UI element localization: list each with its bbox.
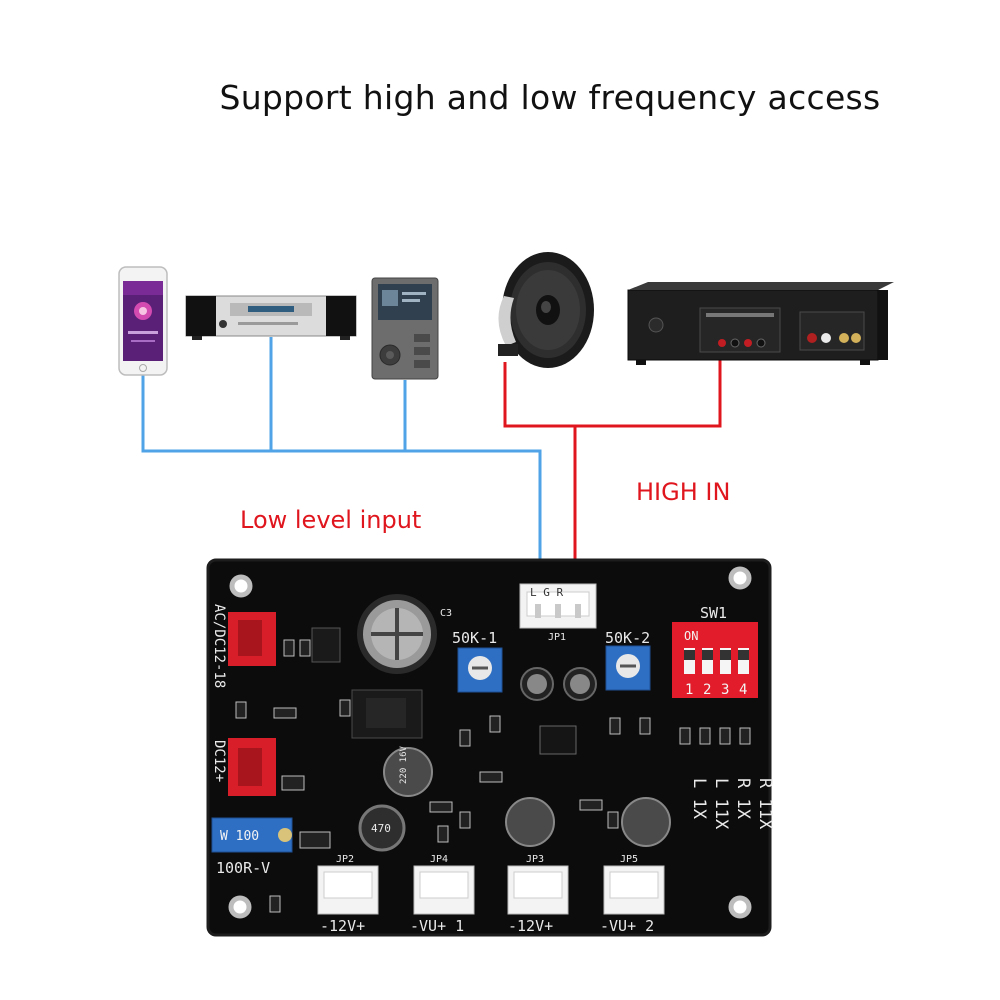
trimmer-label: 100R-V bbox=[216, 859, 270, 877]
output-id-3: JP3 bbox=[526, 854, 544, 865]
trimmer-text: W 100 bbox=[220, 829, 259, 844]
switch-number-4: 4 bbox=[739, 682, 747, 698]
potentiometer-left bbox=[457, 647, 503, 693]
amplifier-icon bbox=[627, 282, 894, 365]
dip-switch bbox=[672, 622, 758, 698]
switch-label: SW1 bbox=[700, 604, 727, 622]
power-connector-bottom bbox=[228, 738, 276, 796]
small-capacitors bbox=[520, 667, 597, 701]
switch-number-2: 2 bbox=[703, 682, 711, 698]
big-cap-label: C3 bbox=[440, 608, 452, 619]
bridge-rectifier bbox=[311, 627, 341, 663]
inductor bbox=[358, 804, 406, 852]
power-label-2: DC12+ bbox=[211, 740, 227, 782]
pot-left-label: 50K-1 bbox=[452, 629, 497, 647]
input-connector-id: JP1 bbox=[548, 632, 566, 643]
low-level-wires bbox=[141, 337, 542, 606]
output-label-2: -VU+ 1 bbox=[410, 917, 464, 935]
high-in-label: HIGH IN bbox=[636, 478, 731, 506]
amplifier-board: AC/DC12-18 DC12+ JP1 L G R 50K-1 50K-2 S… bbox=[206, 558, 775, 937]
speaker-icon bbox=[498, 252, 594, 368]
output-id-1: JP2 bbox=[336, 854, 354, 865]
low-level-input-label: Low level input bbox=[240, 506, 422, 534]
pot-right-label: 50K-2 bbox=[605, 629, 650, 647]
output-label-4: -VU+ 2 bbox=[600, 917, 654, 935]
cd-player-icon bbox=[185, 295, 357, 340]
input-connector bbox=[519, 583, 597, 629]
power-label: AC/DC12-18 bbox=[211, 604, 227, 688]
output-connectors bbox=[317, 865, 665, 915]
input-pins-label: L G R bbox=[530, 586, 563, 599]
electrolytic-caps bbox=[383, 747, 671, 847]
music-player-icon bbox=[371, 277, 439, 380]
switch-number-1: 1 bbox=[685, 682, 693, 698]
gain-row-3: L 11X bbox=[711, 778, 731, 830]
op-amp-chip bbox=[539, 725, 577, 755]
inductor-label: 470 bbox=[371, 822, 391, 835]
switch-number-3: 3 bbox=[721, 682, 729, 698]
output-label-1: -12V+ bbox=[320, 917, 365, 935]
gain-row-4: L 1X bbox=[689, 778, 709, 820]
smartphone-icon bbox=[118, 266, 168, 376]
output-label-3: -12V+ bbox=[508, 917, 553, 935]
silkscreen: AC/DC12-18 DC12+ JP1 L G R 50K-1 50K-2 S… bbox=[211, 586, 775, 935]
cap-left-text: 220 16V bbox=[399, 745, 409, 784]
capacitor-c3 bbox=[357, 594, 437, 674]
gain-row-2: R 1X bbox=[733, 778, 753, 820]
smd-components bbox=[235, 639, 751, 913]
gain-row-1: R 11X bbox=[755, 778, 775, 830]
power-connector-top bbox=[228, 612, 276, 666]
potentiometer-right bbox=[605, 645, 651, 691]
mounting-holes bbox=[228, 566, 752, 919]
switch-on-label: ON bbox=[684, 629, 698, 643]
output-id-2: JP4 bbox=[430, 854, 448, 865]
output-id-4: JP5 bbox=[620, 854, 638, 865]
regulator bbox=[351, 689, 423, 739]
page-title: Support high and low frequency access bbox=[219, 78, 881, 117]
trimmer bbox=[211, 817, 293, 853]
